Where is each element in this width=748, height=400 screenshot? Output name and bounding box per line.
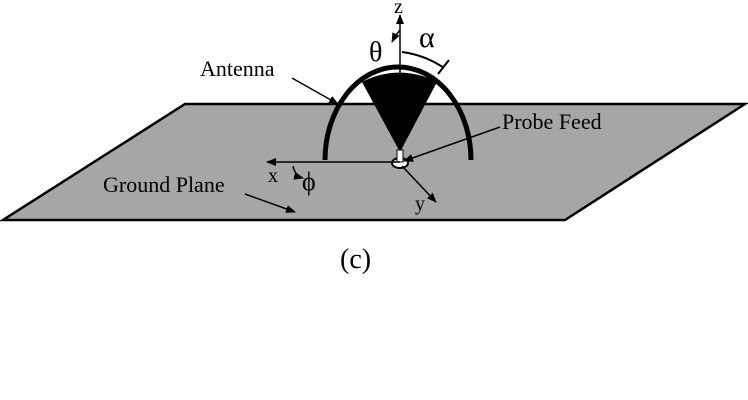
probe-feed-label: Probe Feed <box>502 109 602 134</box>
probe-feed-leader <box>403 126 501 162</box>
alpha-tick <box>437 59 450 75</box>
antenna-label: Antenna <box>200 56 275 81</box>
y-axis <box>401 165 437 203</box>
theta-label: θ <box>369 37 382 68</box>
z-axis-label: z <box>394 0 403 18</box>
x-axis-label: x <box>268 165 278 187</box>
ground-plane-label: Ground Plane <box>103 172 225 197</box>
alpha-arc-icon <box>401 51 445 69</box>
antenna-leader <box>291 77 339 105</box>
theta-arc-icon <box>391 29 401 43</box>
ground-plane-leader <box>244 193 296 213</box>
alpha-label: α <box>419 21 435 54</box>
y-axis-label: y <box>415 193 425 215</box>
phi-arc-icon <box>292 165 304 180</box>
panel-label: (c) <box>340 244 371 275</box>
antenna-arc <box>322 64 474 161</box>
phi-label: ϕ <box>302 167 316 196</box>
probe-post <box>396 149 404 163</box>
